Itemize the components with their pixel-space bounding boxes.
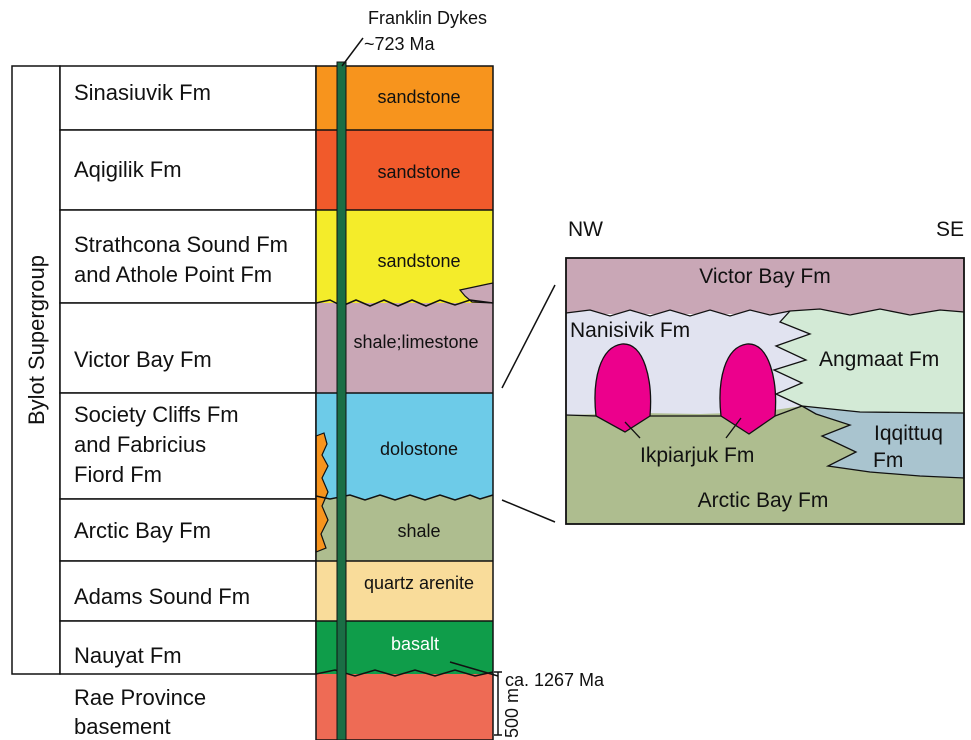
dyke-label: Franklin Dykes [368,8,487,28]
scale-label: 500 m [502,688,522,738]
formation-name: Society Cliffs Fm [74,402,239,427]
formation-name: Arctic Bay Fm [74,518,211,543]
xs-label-nanisivik: Nanisivik Fm [570,319,690,342]
basalt-age: ca. 1267 Ma [505,670,605,690]
basement-name: basement [74,714,171,739]
dyke-age: ~723 Ma [364,34,436,54]
cross-section-panel: NW SE Victor Bay Fm Nanisivik Fm Angmaat… [566,218,964,524]
xs-label-iqqittuq: Fm [873,449,903,472]
supergroup-label: Bylot Supergroup [24,255,49,425]
formation-name: Strathcona Sound Fm [74,232,288,257]
formation-name: Aqigilik Fm [74,157,182,182]
direction-nw: NW [568,218,603,241]
connector-line [502,500,555,522]
dyke-leader [342,38,363,66]
formation-name: Nauyat Fm [74,643,182,668]
lithology-label: shale;limestone [353,332,478,352]
direction-se: SE [936,218,964,241]
formation-name: Sinasiuvik Fm [74,80,211,105]
lithology-label: sandstone [377,162,460,182]
connector-line [502,285,555,388]
formation-name: and Fabricius [74,432,206,457]
franklin-dyke [337,62,346,740]
xs-ikpiarjuk-right [720,344,776,434]
xs-label-ikpiarjuk: Ikpiarjuk Fm [640,444,754,467]
xs-ikpiarjuk-left [595,344,651,432]
xs-label-iqqittuq: Iqqittuq [874,422,943,445]
formation-name: and Athole Point Fm [74,262,272,287]
basement-name: Rae Province [74,685,206,710]
lithology-label: dolostone [380,439,458,459]
xs-label-angmaat: Angmaat Fm [819,348,939,371]
formation-name: Adams Sound Fm [74,584,250,609]
lithology-label: sandstone [377,251,460,271]
xs-label-arctic-bay: Arctic Bay Fm [698,489,829,512]
lithology-label: shale [397,521,440,541]
lithology-label: basalt [391,634,439,654]
formation-name: Victor Bay Fm [74,347,212,372]
xs-label-victor-bay: Victor Bay Fm [699,265,830,288]
lithology-label: quartz arenite [364,573,474,593]
formation-name: Fiord Fm [74,462,162,487]
lithology-label: sandstone [377,87,460,107]
